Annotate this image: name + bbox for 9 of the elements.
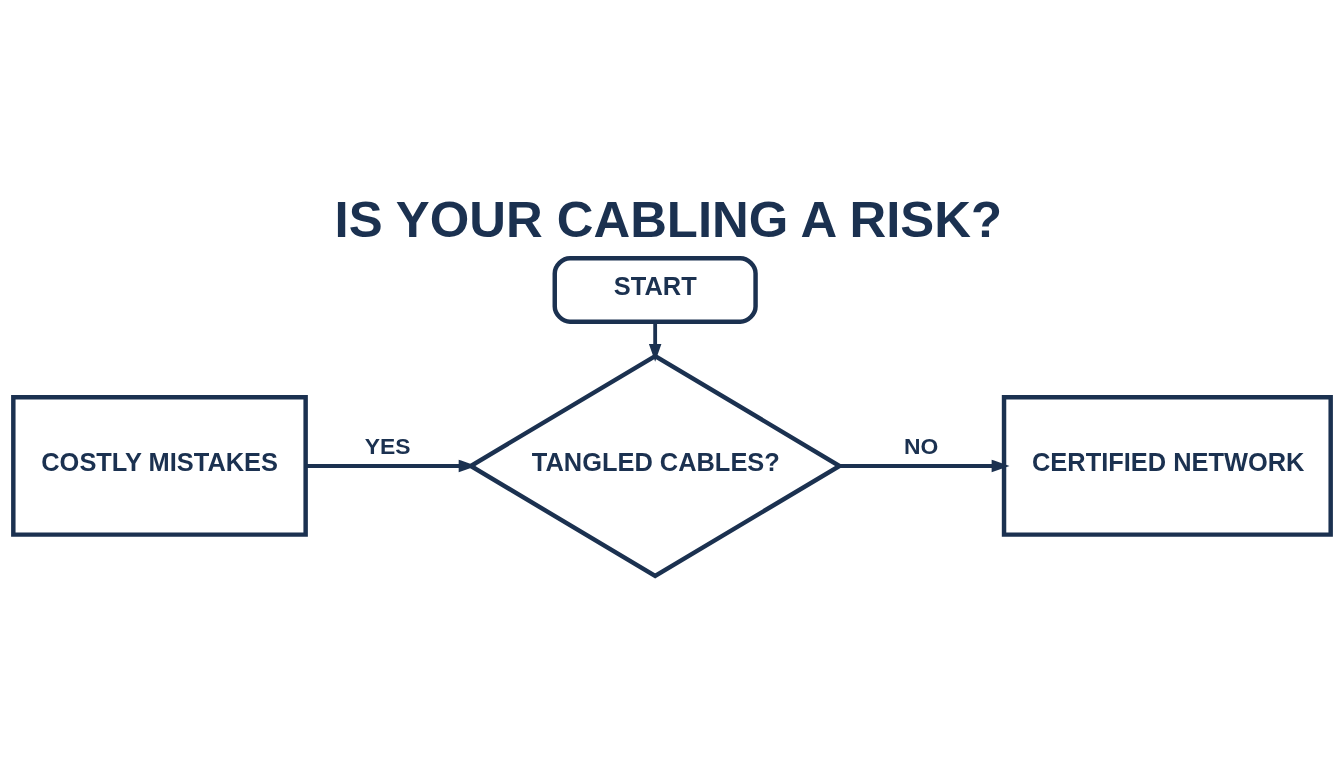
arrow [839, 459, 1010, 473]
node-box: CERTIFIED NETWORK [1001, 395, 1333, 537]
edge-label: YES [364, 432, 411, 459]
edge-label: NO [903, 432, 939, 459]
node-box: COSTLY MISTAKES [11, 395, 308, 537]
arrow [648, 321, 662, 362]
diagram-title: IS YOUR CABLING A RISK? [334, 190, 1002, 248]
arrow [305, 459, 477, 473]
node-box: START [552, 255, 758, 324]
